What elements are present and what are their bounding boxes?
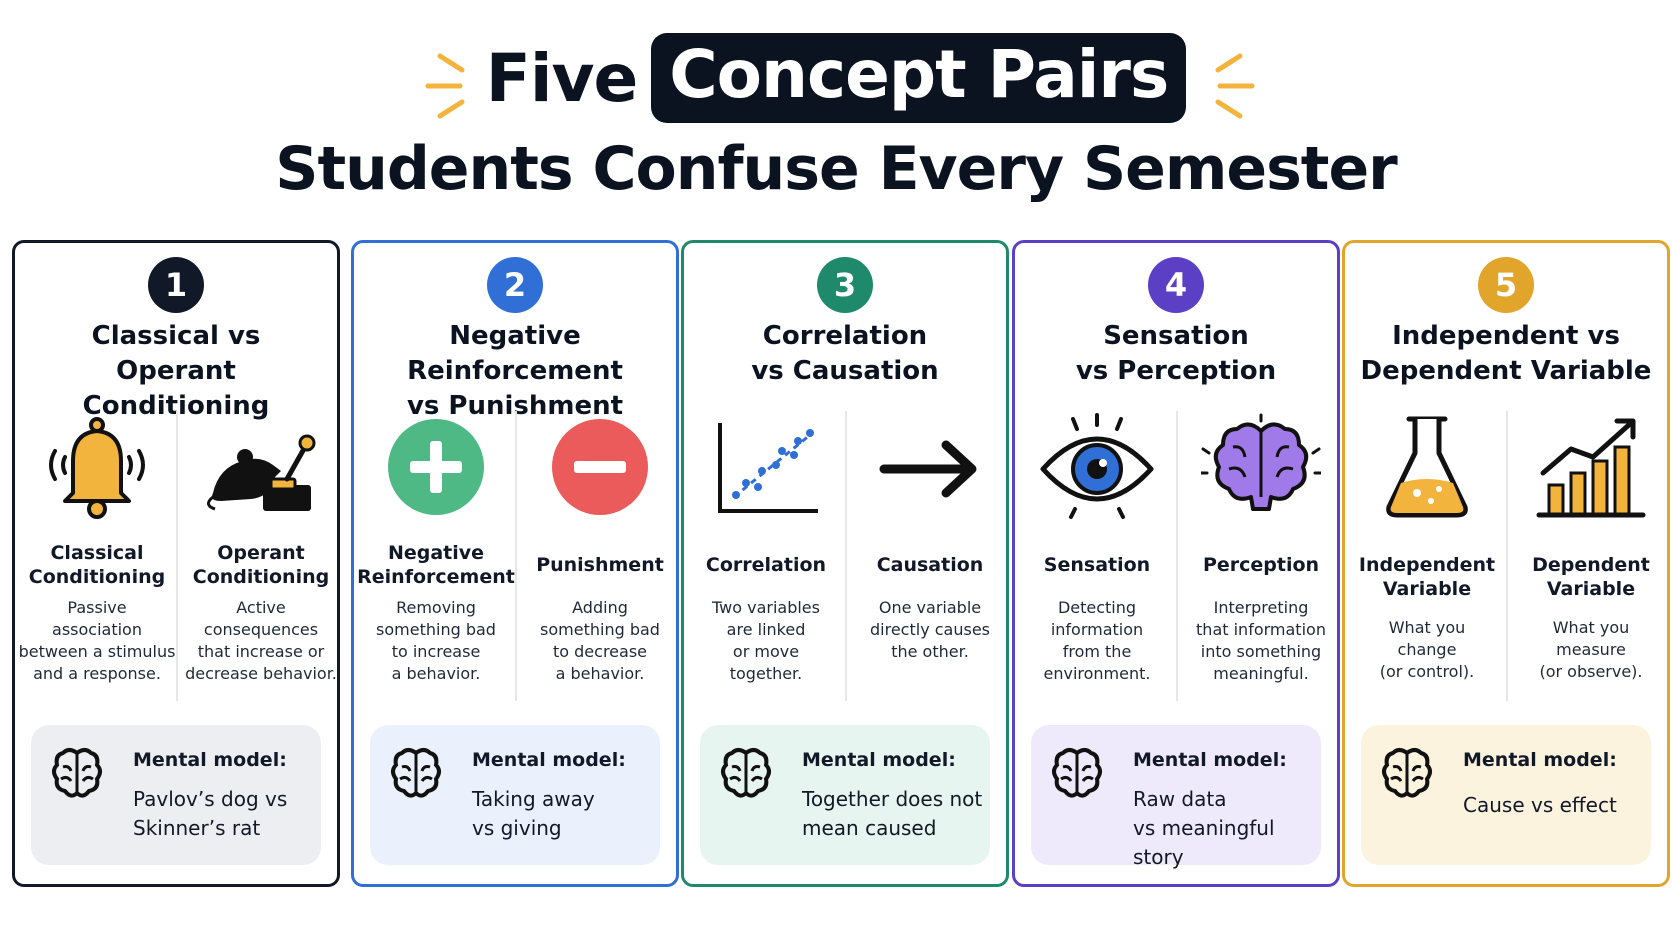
column-divider	[176, 411, 178, 701]
eye-icon	[1040, 413, 1154, 519]
concept-label: Perception	[1202, 554, 1320, 576]
sparkle-left-icon	[425, 53, 465, 119]
bell-icon	[49, 417, 145, 519]
title-subline: Students Confuse Every Semester	[275, 134, 1398, 204]
title-word: Five	[485, 39, 638, 117]
card-number-badge: 3	[817, 257, 873, 313]
brain-icon	[1052, 748, 1102, 798]
scatter-plot-icon	[718, 423, 818, 513]
concept-label: Sensation	[1043, 554, 1151, 576]
column-divider	[1506, 411, 1508, 701]
concept-label: Correlation	[705, 554, 827, 576]
mental-model-label: Mental model:	[1133, 749, 1287, 771]
page-title: Five Concept Pairs Students Confuse Ever…	[0, 30, 1672, 204]
sparkle-right-icon	[1215, 53, 1255, 119]
concept-label: Punishment	[536, 554, 664, 576]
column-divider	[515, 411, 517, 701]
mental-model-box: Mental model: Cause vs effect	[1361, 725, 1651, 865]
arrow-right-icon	[879, 440, 977, 498]
plus-icon	[388, 419, 484, 515]
mental-model-label: Mental model:	[472, 749, 626, 771]
column-divider	[845, 411, 847, 701]
card-number-badge: 1	[148, 257, 204, 313]
mental-model-label: Mental model:	[1463, 749, 1617, 771]
brain-icon	[1201, 413, 1321, 511]
flask-icon	[1386, 416, 1468, 518]
minus-icon	[552, 419, 648, 515]
brain-icon	[1382, 748, 1432, 798]
mental-model-label: Mental model:	[802, 749, 956, 771]
brain-icon	[391, 748, 441, 798]
mental-model-text: Cause vs effect	[1463, 793, 1617, 817]
card-number-badge: 4	[1148, 257, 1204, 313]
title-highlight: Concept Pairs	[651, 33, 1187, 123]
brain-icon	[721, 748, 771, 798]
card-number-badge: 2	[487, 257, 543, 313]
brain-icon	[52, 748, 102, 798]
bar-chart-icon	[1536, 418, 1646, 518]
mental-model-label: Mental model:	[133, 749, 287, 771]
column-divider	[1176, 411, 1178, 701]
card-number-badge: 5	[1478, 257, 1534, 313]
concept-label: Causation	[876, 554, 984, 576]
rat-lever-icon	[207, 434, 316, 511]
